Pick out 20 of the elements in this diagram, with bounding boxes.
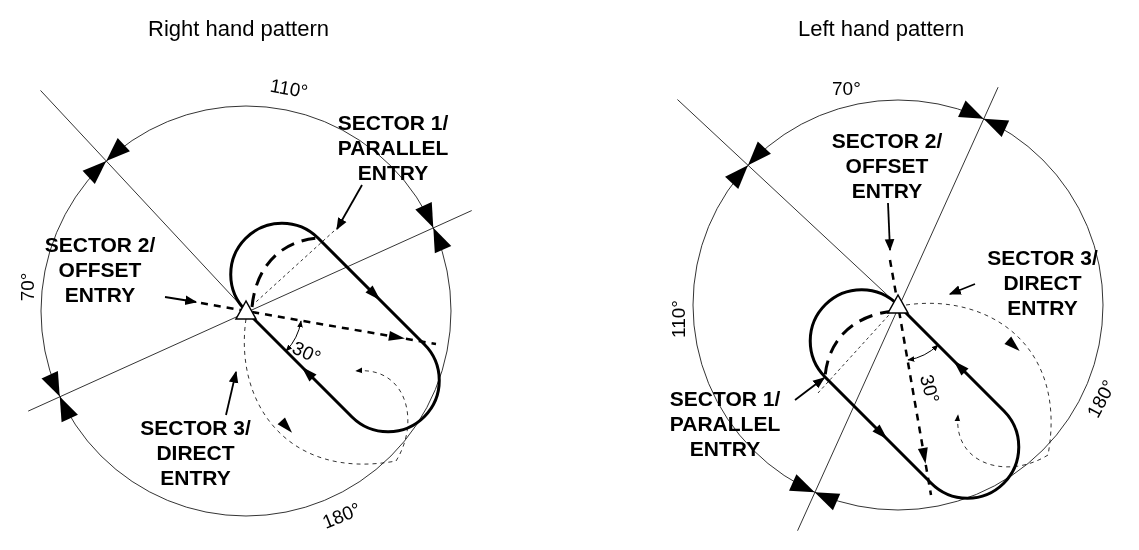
angle-label: 180°: [319, 498, 364, 534]
leader-arrow: [794, 377, 825, 401]
leader-arrow: [225, 370, 239, 416]
angle-label: 30°: [288, 336, 325, 370]
angle-label: 110°: [268, 74, 310, 104]
sector-label: SECTOR 1/ PARALLEL ENTRY: [318, 110, 468, 185]
leader-arrow: [336, 184, 363, 231]
sector-label: SECTOR 3/ DIRECT ENTRY: [975, 245, 1110, 320]
angle-label: 110°: [667, 300, 690, 338]
sector-label: SECTOR 1/ PARALLEL ENTRY: [655, 386, 795, 461]
panel-title: Left hand pattern: [798, 18, 965, 40]
leader-arrow: [884, 202, 895, 252]
leader-arrow: [948, 283, 976, 295]
panel-title: Right hand pattern: [148, 18, 330, 40]
sector-label: SECTOR 3/ DIRECT ENTRY: [128, 415, 263, 490]
sector-label: SECTOR 2/ OFFSET ENTRY: [822, 128, 952, 203]
angle-label: 70°: [832, 78, 861, 100]
leader-arrow: [164, 295, 198, 305]
angle-label: 180°: [1082, 376, 1121, 422]
angle-label: 30°: [915, 372, 944, 406]
